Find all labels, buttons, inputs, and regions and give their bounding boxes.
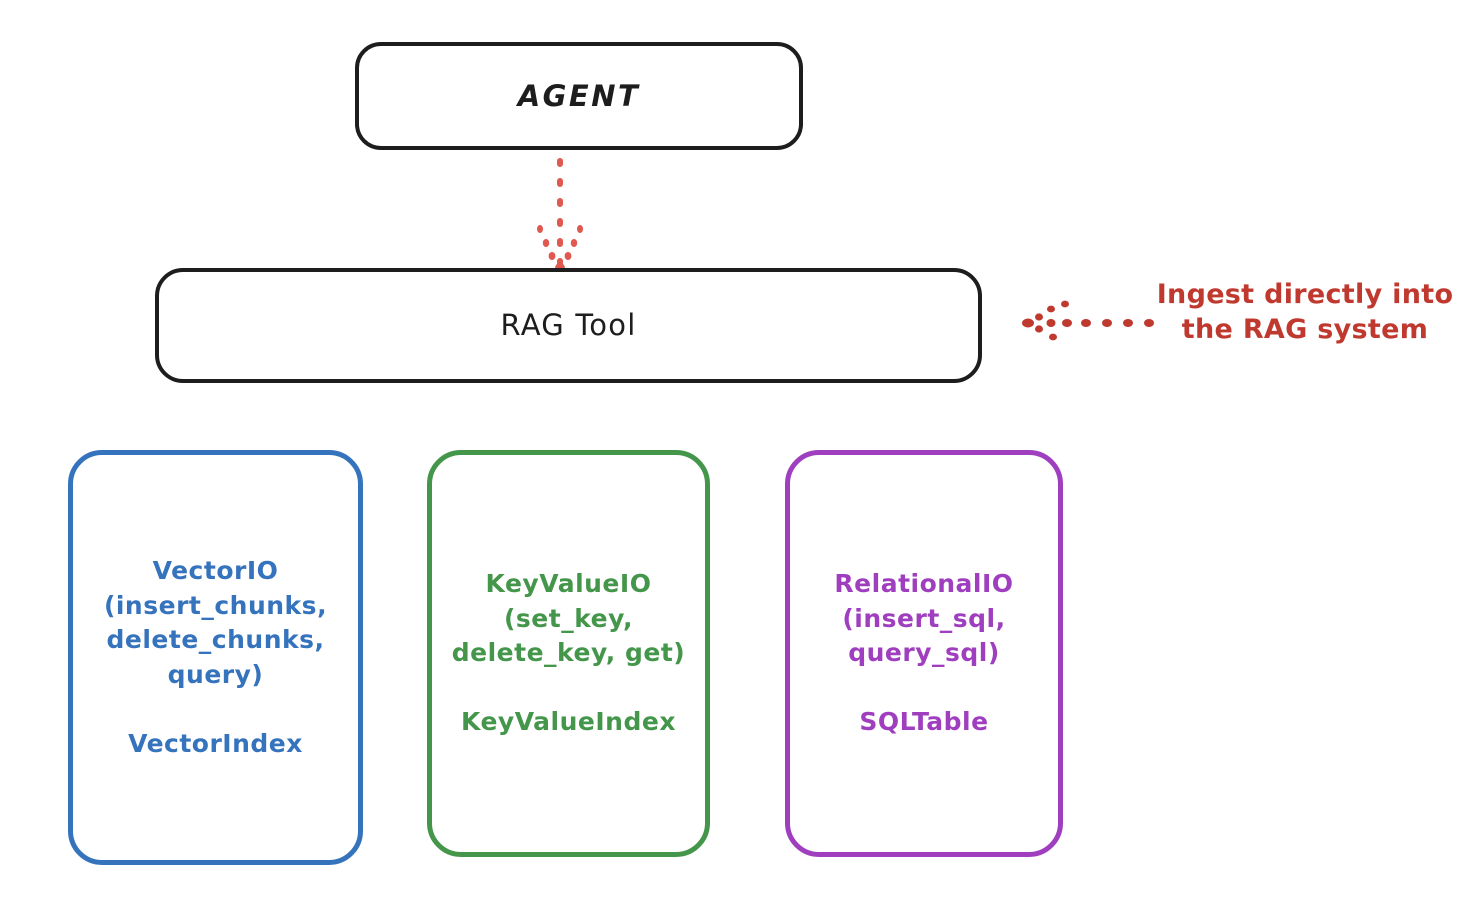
node-rag-tool[interactable]: RAG Tool	[155, 268, 982, 383]
node-vector-io-label: VectorIO (insert_chunks, delete_chunks, …	[103, 556, 328, 758]
node-keyvalue-io[interactable]: KeyValueIO (set_key, delete_key, get) Ke…	[427, 450, 710, 857]
node-keyvalue-io-label: KeyValueIO (set_key, delete_key, get) Ke…	[451, 569, 686, 737]
agent-to-rag-tool-arrow-icon	[537, 158, 583, 273]
node-agent[interactable]: AGENT	[355, 42, 803, 150]
ingest-pointer-arrow-icon	[1022, 300, 1154, 341]
node-relational-io-label: RelationalIO (insert_sql, query_sql) SQL…	[834, 569, 1014, 737]
node-relational-io[interactable]: RelationalIO (insert_sql, query_sql) SQL…	[785, 450, 1063, 857]
node-vector-io[interactable]: VectorIO (insert_chunks, delete_chunks, …	[68, 450, 363, 865]
node-rag-tool-label: RAG Tool	[500, 308, 637, 343]
annotation-ingest-text: Ingest directly into the RAG system	[1156, 279, 1454, 346]
node-agent-label: AGENT	[517, 78, 641, 113]
